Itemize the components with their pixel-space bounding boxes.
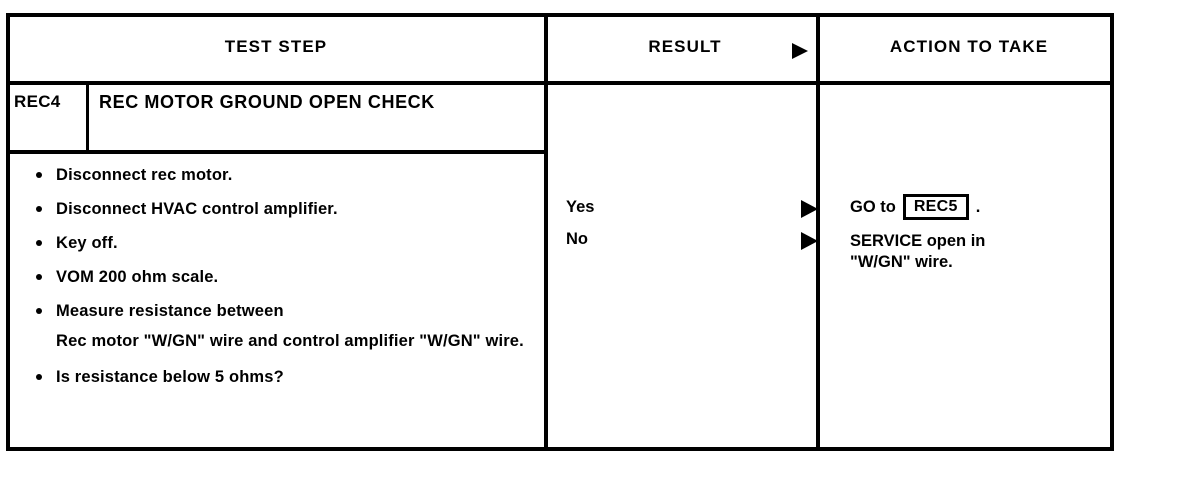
triangle-right-icon [801, 232, 818, 250]
table-header-row: TEST STEP RESULT ACTION TO TAKE [6, 13, 1114, 85]
list-item-continuation: Rec motor "W/GN" wire and control amplif… [22, 331, 537, 351]
result-label: No [566, 230, 588, 248]
list-item: VOM 200 ohm scale. [22, 267, 537, 287]
action-to-take-block: GO to REC5 . SERVICE open in "W/GN" wire… [850, 194, 1100, 273]
list-item-text: Rec motor "W/GN" wire and control amplif… [56, 332, 524, 350]
list-item-text: Key off. [56, 234, 118, 252]
step-title-label: REC MOTOR GROUND OPEN CHECK [99, 92, 435, 112]
list-item: Disconnect HVAC control amplifier. [22, 199, 537, 219]
divider-step-title-instructions [6, 150, 548, 154]
column-header-test-step: TEST STEP [224, 37, 328, 56]
goto-step-reference[interactable]: REC5 [902, 194, 969, 220]
result-row-no: No [566, 230, 818, 254]
result-row-yes: Yes [566, 198, 818, 222]
step-instruction-list: Disconnect rec motor. Disconnect HVAC co… [22, 165, 537, 401]
action-service-line-1: SERVICE open in [850, 232, 986, 250]
column-divider-result-action [816, 13, 820, 451]
bullet-icon [36, 240, 42, 246]
list-item: Measure resistance between [22, 301, 537, 321]
list-item-text: Measure resistance between [56, 302, 284, 320]
action-service-line-2: "W/GN" wire. [850, 253, 953, 271]
list-item-text: Disconnect rec motor. [56, 166, 233, 184]
bullet-icon [36, 308, 42, 314]
column-divider-test-step-result [544, 13, 548, 451]
goto-prefix-label: GO to [850, 197, 896, 216]
goto-suffix-label: . [975, 197, 981, 216]
bullet-icon [36, 172, 42, 178]
column-header-action-to-take: ACTION TO TAKE [889, 37, 1049, 56]
triangle-right-icon [801, 200, 818, 218]
bullet-icon [36, 274, 42, 280]
table-outer-border [6, 13, 1114, 451]
list-item: Disconnect rec motor. [22, 165, 537, 185]
result-label: Yes [566, 198, 595, 216]
triangle-right-icon [792, 43, 808, 59]
bullet-icon [36, 206, 42, 212]
list-item-text: VOM 200 ohm scale. [56, 268, 219, 286]
action-goto-line: GO to REC5 . [850, 194, 1100, 220]
list-item: Key off. [22, 233, 537, 253]
divider-step-id-title [86, 85, 89, 153]
column-header-result: RESULT [648, 37, 722, 56]
bullet-icon [36, 374, 42, 380]
step-id-label: REC4 [14, 92, 61, 111]
list-item-text: Is resistance below 5 ohms? [56, 368, 284, 386]
list-item: Is resistance below 5 ohms? [22, 367, 537, 387]
list-item-text: Disconnect HVAC control amplifier. [56, 200, 338, 218]
